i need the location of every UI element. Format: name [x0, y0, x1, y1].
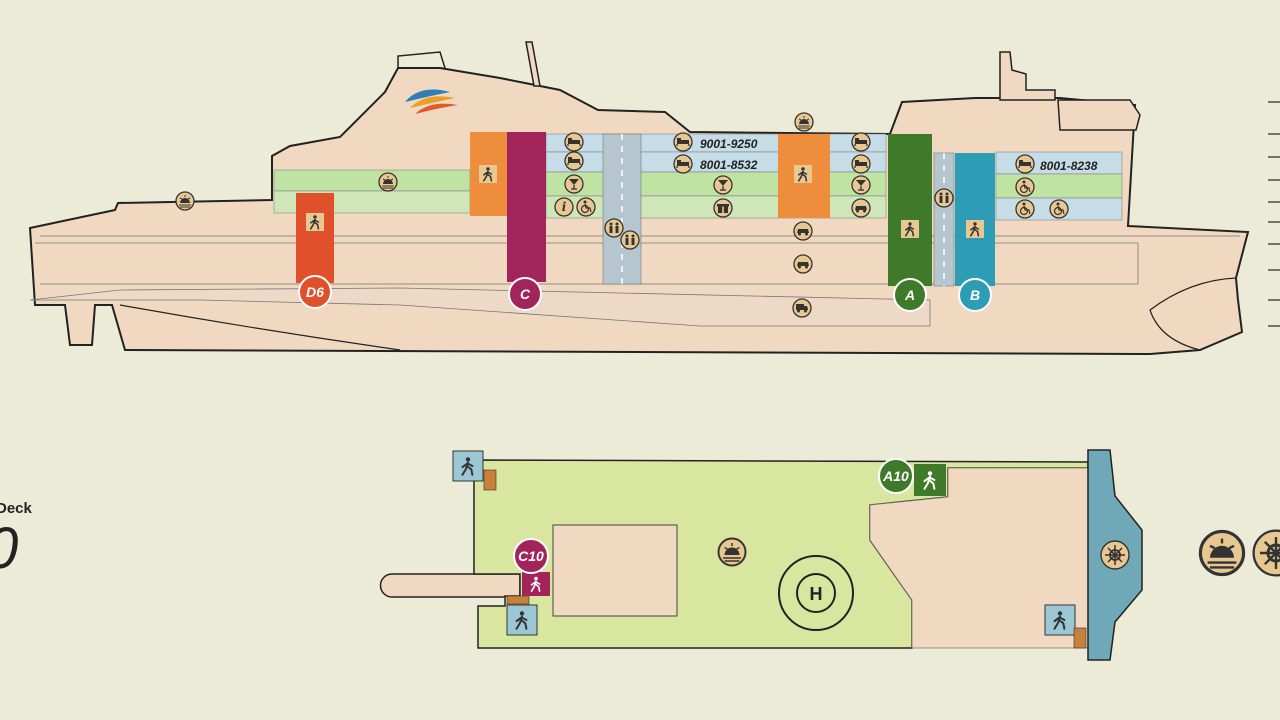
stairs-walking-icon	[1044, 604, 1076, 636]
ship-mast-front	[525, 41, 541, 87]
stair-shaft-a	[888, 134, 932, 286]
ship-funnel-structure	[1057, 99, 1141, 131]
sun-deck-icon	[378, 172, 398, 192]
wheelchair-icon	[576, 197, 596, 217]
deck-structure-block	[552, 524, 678, 617]
stairs-walking-icon	[506, 604, 538, 636]
cabin-bed-icon	[1015, 154, 1035, 174]
family-icon	[934, 188, 954, 208]
wheelchair-icon	[1049, 199, 1069, 219]
cocktail-icon	[564, 174, 584, 194]
wheelchair-icon	[1015, 177, 1035, 197]
stair-shaft-d6	[296, 193, 334, 283]
stair-marker-c[interactable]: C	[508, 277, 542, 311]
sun-deck-icon	[794, 112, 814, 132]
gift-shop-icon	[713, 198, 733, 218]
stair-marker-label: A	[904, 287, 915, 303]
ships-wheel-icon	[1100, 540, 1130, 570]
stair-marker-label: B	[970, 287, 980, 303]
sun-deck-icon	[1198, 529, 1246, 577]
hull-curve	[119, 304, 401, 351]
info-icon	[554, 197, 574, 217]
sun-deck-icon	[717, 537, 747, 567]
cabin-bed-icon	[673, 154, 693, 174]
cabin-range-label: 8001-8532	[700, 158, 758, 172]
ship-side-view: 9001-9250 8001-8532 8001-8238 D6 C A B	[28, 41, 1250, 356]
stairs-walking-icon	[794, 165, 812, 183]
stair-marker-c10[interactable]: C10	[513, 538, 549, 574]
stair-steps	[506, 595, 530, 605]
cocktail-icon	[851, 175, 871, 195]
company-logo	[405, 89, 458, 114]
stair-marker-a[interactable]: A	[893, 278, 927, 312]
stair-steps	[483, 469, 497, 491]
helipad-label: H	[810, 584, 823, 604]
stairs-walking-icon	[966, 220, 984, 238]
car-icon	[851, 198, 871, 218]
cabin-bed-icon	[851, 132, 871, 152]
stairs-walking-icon	[914, 464, 946, 496]
stair-marker-b[interactable]: B	[958, 278, 992, 312]
stair-shaft-c	[507, 132, 546, 282]
cabin-bed-icon	[564, 151, 584, 171]
stairs-walking-icon	[522, 572, 550, 596]
sun-deck-icon	[175, 191, 195, 211]
ship-mast-rear	[999, 51, 1056, 101]
stairs-walking-icon	[306, 213, 324, 231]
helipad: H	[778, 555, 854, 631]
cocktail-icon	[713, 175, 733, 195]
cabin-range-label: 9001-9250	[700, 137, 758, 151]
deck-line-5	[29, 287, 931, 327]
deck-band-upper-green	[273, 169, 471, 192]
stair-marker-d6[interactable]: D6	[298, 275, 332, 309]
ships-wheel-icon	[1252, 529, 1280, 577]
stair-marker-label: A10	[882, 468, 909, 484]
family-icon	[620, 230, 640, 250]
stair-marker-label: C10	[518, 548, 544, 564]
ship-bridge-top	[397, 51, 446, 69]
deck-number: 0	[0, 520, 18, 578]
stairs-walking-icon	[479, 165, 497, 183]
car-icon	[793, 254, 813, 274]
legend-icons	[1198, 529, 1280, 577]
deck-tick-marks	[1268, 101, 1280, 327]
cabin-range-label: 8001-8238	[1040, 159, 1098, 173]
stair-steps	[1073, 627, 1087, 649]
deck-title-label: Deck	[0, 500, 32, 517]
cabin-bed-icon	[673, 132, 693, 152]
stair-marker-a10[interactable]: A10	[878, 458, 914, 494]
stair-marker-label: C	[520, 286, 531, 302]
cabin-bed-icon	[564, 132, 584, 152]
truck-icon	[792, 298, 812, 318]
deck-band-rear-green	[995, 173, 1123, 199]
stairs-walking-icon	[452, 450, 484, 482]
stair-marker-label: D6	[306, 284, 324, 300]
cabin-bed-icon	[851, 154, 871, 174]
mast-arm	[379, 573, 521, 598]
family-icon	[604, 218, 624, 238]
stair-shaft-b	[955, 153, 995, 286]
stairs-walking-icon	[901, 220, 919, 238]
deck-plan-top-view: A10 C10 H	[379, 449, 1143, 661]
wheelchair-icon	[1015, 199, 1035, 219]
bow-curve	[1149, 277, 1237, 351]
car-icon	[793, 221, 813, 241]
